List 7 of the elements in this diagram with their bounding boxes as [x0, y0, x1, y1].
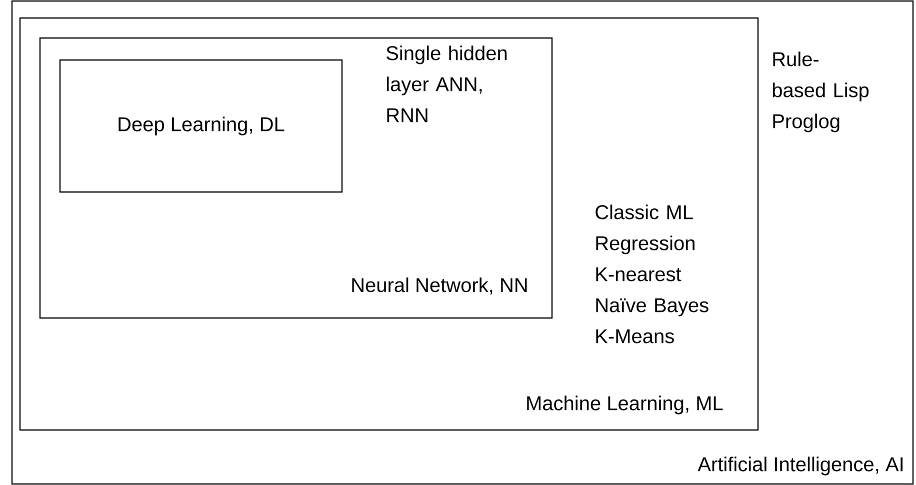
item-list: Rule-based Lisp Proglog: [772, 52, 869, 132]
set-label: Neural Network, NN: [352, 277, 527, 295]
set-label: Machine Learning, ML: [527, 396, 723, 414]
item-list: Single hidden layer ANN, RNN: [386, 46, 507, 122]
item-list: Classic ML Regression K-nearest Naïve Bayes K-Means: [596, 204, 708, 344]
set-label: Deep Learning, DL: [118, 116, 284, 136]
set-label: Artificial Intelligence, AI: [698, 456, 903, 476]
